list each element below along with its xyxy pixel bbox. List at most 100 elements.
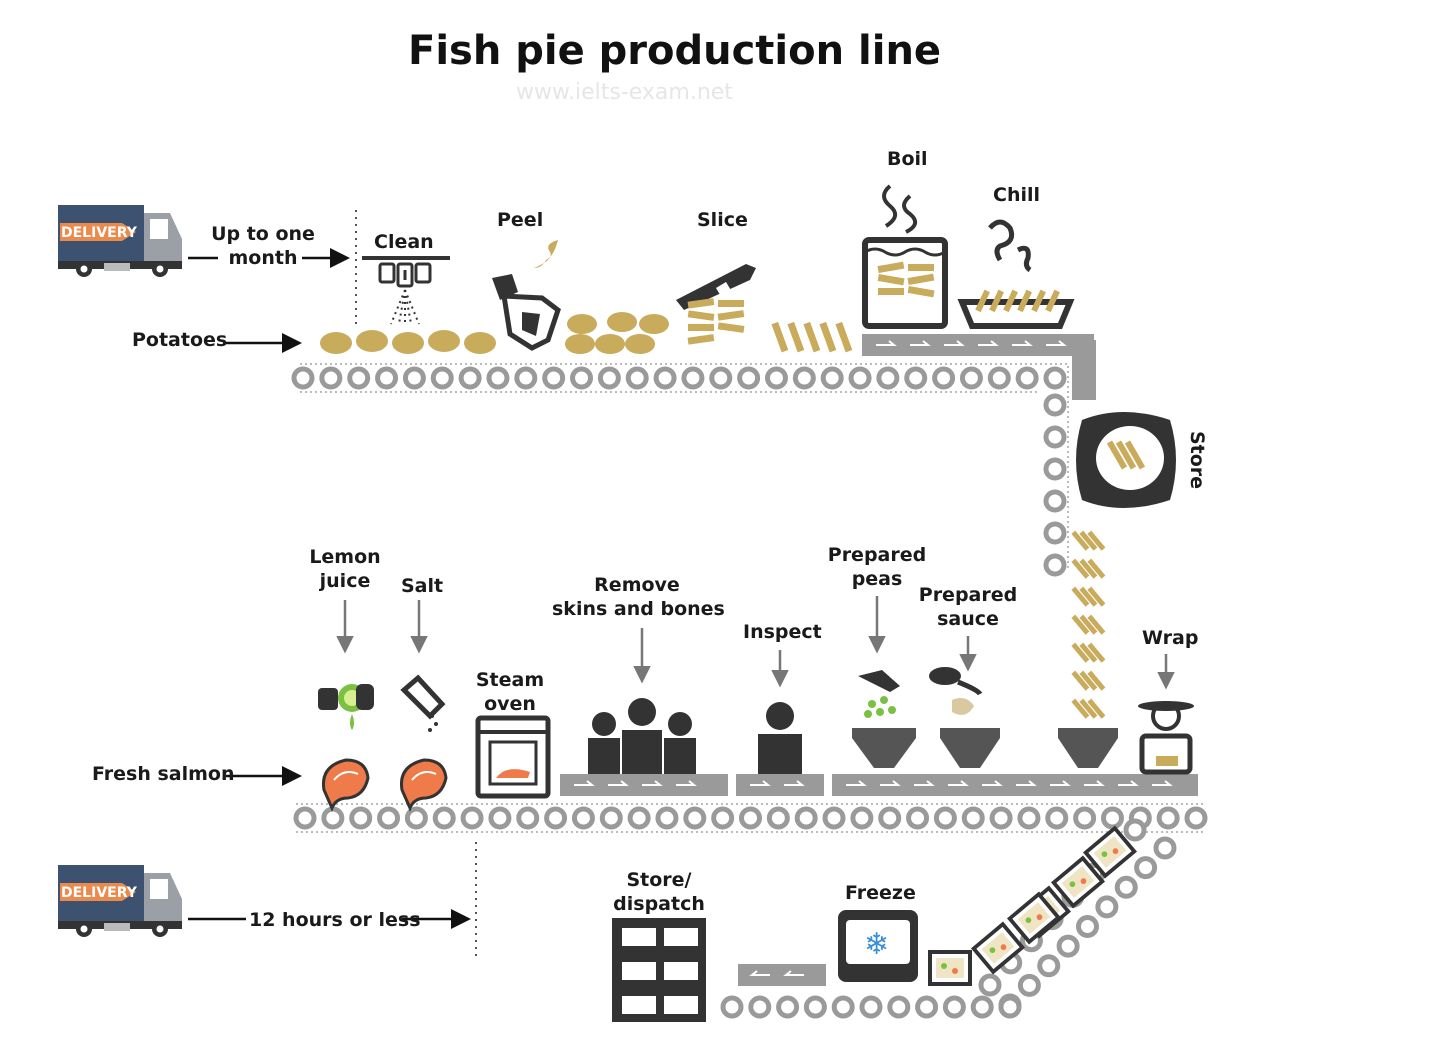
- truck-label: DELIVERY: [61, 885, 138, 901]
- conveyor-roller: [794, 806, 818, 830]
- storage-shelves-icon: [612, 918, 706, 1022]
- peeled-potato: [595, 334, 625, 354]
- conveyor-roller: [831, 995, 855, 1019]
- falling-chip: [1071, 614, 1090, 635]
- chilled-chip: [975, 289, 990, 313]
- falling-chip: [1087, 530, 1106, 551]
- conveyor-roller: [942, 995, 966, 1019]
- boil-pot-icon: [862, 184, 948, 329]
- direction-arrow: [608, 780, 629, 786]
- direction-arrow: [784, 780, 805, 786]
- inspector-icon: [758, 702, 802, 774]
- conveyor-roller: [1043, 553, 1067, 577]
- conveyor-roller: [404, 806, 428, 830]
- boiling-chip: [877, 273, 905, 286]
- conveyor-roller: [737, 366, 761, 390]
- label-inspect: Inspect: [743, 621, 822, 643]
- conveyor-roller: [978, 973, 1002, 997]
- wrapped-pie: [970, 921, 1026, 975]
- conveyor-roller: [514, 366, 538, 390]
- conveyor-roller: [655, 806, 679, 830]
- conveyor-roller: [1076, 915, 1099, 938]
- sprayer-icon: [362, 256, 450, 325]
- conveyor-roller: [1015, 366, 1039, 390]
- direction-arrow: [1046, 340, 1067, 346]
- conveyor-roller: [1184, 806, 1208, 830]
- salmon-steak-icon: [321, 758, 370, 812]
- direction-arrow: [982, 780, 1003, 786]
- conveyor-roller: [720, 995, 744, 1019]
- direction-arrow: [1016, 780, 1037, 786]
- conveyor-roller: [486, 366, 510, 390]
- wrapped-pie: [1082, 825, 1138, 879]
- conveyor-plate: [1072, 340, 1096, 400]
- conveyor-roller: [820, 366, 844, 390]
- boiling-chip: [878, 288, 904, 295]
- direction-arrow: [676, 780, 697, 786]
- falling-chip: [1071, 698, 1090, 719]
- conveyor-roller: [377, 806, 401, 830]
- conveyor-roller: [822, 806, 846, 830]
- conveyor-roller: [1045, 806, 1069, 830]
- conveyor-roller: [961, 806, 985, 830]
- conveyor-roller: [597, 366, 621, 390]
- falling-chip: [1079, 530, 1098, 551]
- conveyor-roller: [1114, 875, 1138, 899]
- falling-chip: [1087, 670, 1106, 691]
- conveyor-roller: [321, 806, 345, 830]
- conveyor-roller: [1095, 895, 1119, 919]
- conveyor-roller: [599, 806, 623, 830]
- conveyor-roller: [460, 806, 484, 830]
- conveyor-roller: [904, 366, 928, 390]
- conveyor-roller: [803, 995, 827, 1019]
- label-12-hours: 12 hours or less: [249, 909, 421, 931]
- delivery-truck-potatoes: DELIVERY: [58, 205, 182, 277]
- direction-arrow: [642, 780, 663, 786]
- sliced-potato: [717, 322, 745, 333]
- conveyor-roller: [349, 806, 373, 830]
- conveyor-roller: [764, 366, 788, 390]
- wrapped-pies: [928, 825, 1138, 986]
- conveyor-roller: [1017, 973, 1041, 997]
- potato: [356, 330, 388, 352]
- conveyor-roller: [1043, 489, 1067, 513]
- wrapped-pie: [928, 950, 972, 986]
- peas-icon: [858, 670, 900, 718]
- conveyor-roller: [570, 366, 594, 390]
- chilled-chip: [1017, 289, 1032, 313]
- delivery-truck-salmon: DELIVERY: [58, 865, 182, 937]
- wrapped-pie: [1050, 855, 1106, 909]
- conveyor-roller: [293, 806, 317, 830]
- conveyor-roller: [887, 995, 911, 1019]
- conveyor-roller: [998, 995, 1022, 1019]
- stored-chip: [1115, 440, 1137, 470]
- conveyor-roller: [1056, 934, 1080, 958]
- conveyor-belts: [291, 334, 1208, 1019]
- chilled-chip: [1031, 289, 1046, 313]
- chip: [835, 321, 853, 353]
- chilled-chip: [1003, 289, 1018, 313]
- workers-icon: [588, 698, 696, 774]
- conveyor-roller: [739, 806, 762, 830]
- label-boil: Boil: [887, 148, 928, 170]
- conveyor-roller: [1156, 806, 1180, 830]
- sliced-potato: [688, 324, 714, 331]
- conveyor-roller: [625, 366, 649, 390]
- conveyor-plate: [832, 774, 1198, 796]
- conveyor-roller: [1017, 806, 1041, 830]
- falling-chip: [1071, 586, 1090, 607]
- conveyor-roller: [959, 366, 983, 390]
- conveyor-roller: [850, 806, 874, 830]
- conveyor-roller: [542, 366, 566, 390]
- steam-oven-icon: [475, 715, 551, 799]
- falling-chip: [1079, 586, 1098, 607]
- falling-chip: [1087, 558, 1106, 579]
- label-salt: Salt: [401, 575, 444, 597]
- label-store: Store: [1186, 430, 1209, 490]
- conveyor-roller: [430, 366, 454, 390]
- direction-arrow: [846, 780, 867, 786]
- conveyor-roller: [876, 366, 900, 390]
